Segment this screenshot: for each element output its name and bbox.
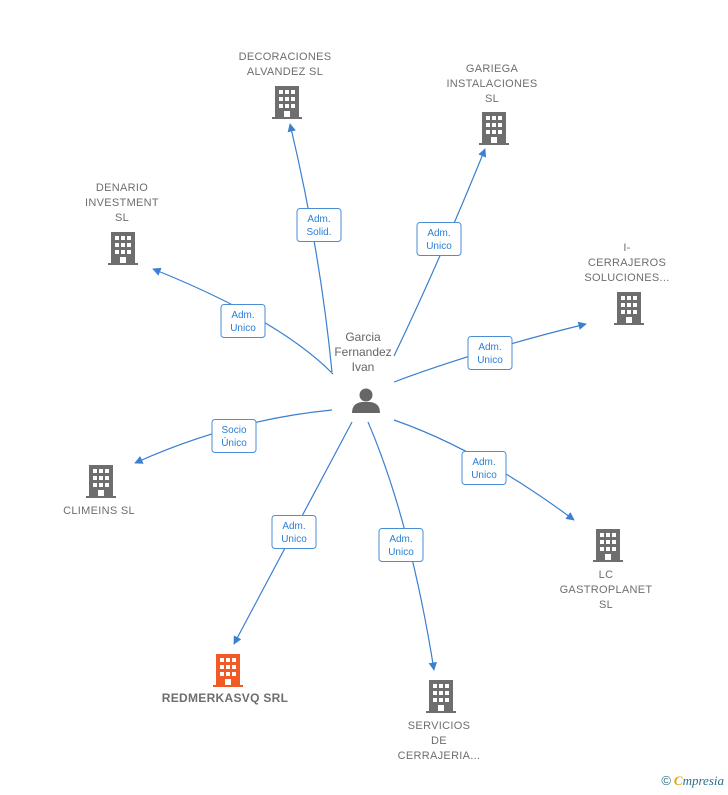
company-name-line: SL [485, 93, 499, 105]
company-node-denario[interactable]: DENARIO INVESTMENT SL [85, 182, 159, 265]
person-name-line: Ivan [352, 360, 375, 374]
relation-label-redmerkasvq[interactable]: Adm. Unico [271, 515, 317, 549]
company-name-line: CLIMEINS SL [63, 505, 135, 517]
relation-box [211, 419, 257, 453]
nodes-layer: DECORACIONES ALVANDEZ SL GARIEGA INSTALACIO… [63, 51, 669, 762]
company-node-climeins[interactable]: CLIMEINS SL [63, 465, 135, 517]
building-icon [426, 680, 456, 713]
company-name-line: SL [599, 599, 613, 611]
brand-watermark: ©Cmpresia [661, 773, 724, 789]
relation-label-lc-gastroplanet[interactable]: Adm. Unico [461, 451, 507, 485]
relation-box [296, 208, 342, 242]
building-icon [479, 112, 509, 145]
company-node-redmerkasvq[interactable]: REDMERKASVQ SRL [162, 654, 289, 705]
person-name-line: Fernandez [334, 345, 391, 359]
company-node-lc-gastroplanet[interactable]: LC GASTROPLANET SL [560, 529, 653, 611]
relation-box [271, 515, 317, 549]
company-name-line: DE [431, 735, 447, 747]
relation-text: Adm. [307, 214, 330, 225]
relation-label-gariega[interactable]: Adm. Unico [416, 222, 462, 256]
building-icon [614, 292, 644, 325]
relation-label-i-cerrajeros[interactable]: Adm. Unico [467, 336, 513, 370]
company-name-line: LC [599, 569, 614, 581]
relation-text: Unico [471, 470, 497, 481]
relation-text: Único [221, 436, 247, 449]
company-name-line: CERRAJEROS [588, 257, 666, 269]
company-name-line: ALVANDEZ SL [247, 66, 323, 78]
building-icon [213, 654, 243, 687]
company-name-line: I- [623, 242, 630, 254]
company-name-line: GASTROPLANET [560, 584, 653, 596]
relation-label-decoraciones[interactable]: Adm. Solid. [296, 208, 342, 242]
copyright-icon: © [661, 773, 671, 788]
company-node-servicios[interactable]: SERVICIOS DE CERRAJERIA... [398, 680, 481, 762]
brand-name: mpresia [682, 773, 724, 788]
relation-box [416, 222, 462, 256]
company-name-line: INVESTMENT [85, 197, 159, 209]
company-name-line: DENARIO [96, 182, 148, 194]
relation-text: Adm. [427, 228, 450, 239]
company-name-line: CERRAJERIA... [398, 750, 481, 762]
company-node-decoraciones[interactable]: DECORACIONES ALVANDEZ SL [239, 51, 332, 119]
edge-gariega [393, 148, 487, 357]
edge-labels-layer: Adm.Solid.Adm.UnicoAdm.UnicoAdm.UnicoSoc… [211, 208, 513, 562]
relation-text: Adm. [389, 534, 412, 545]
relation-text: Adm. [231, 310, 254, 321]
relation-text: Adm. [282, 521, 305, 532]
relation-label-servicios[interactable]: Adm. Unico [378, 528, 424, 562]
brand-initial: C [673, 773, 683, 788]
building-icon [86, 465, 116, 498]
edge-decoraciones [287, 123, 333, 373]
relation-text: Unico [281, 534, 307, 545]
relation-box [220, 304, 266, 338]
building-icon [593, 529, 623, 562]
person-icon [352, 388, 380, 413]
relation-text: Unico [426, 241, 452, 252]
company-name-line: SOLUCIONES... [584, 272, 669, 284]
person-name-line: Garcia [345, 330, 381, 344]
building-icon [108, 232, 138, 265]
relation-text: Adm. [478, 342, 501, 353]
relation-text: Adm. [472, 457, 495, 468]
relation-text: Unico [230, 323, 256, 334]
company-name-line: REDMERKASVQ SRL [162, 691, 289, 705]
relation-label-denario[interactable]: Adm. Unico [220, 304, 266, 338]
relation-text: Socio [221, 425, 246, 436]
company-name-line: SL [115, 212, 129, 224]
company-node-i-cerrajeros[interactable]: I- CERRAJEROS SOLUCIONES... [584, 242, 669, 325]
relation-text: Solid. [306, 227, 331, 238]
company-name-line: DECORACIONES [239, 51, 332, 63]
relation-text: Unico [388, 547, 414, 558]
company-name-line: SERVICIOS [408, 720, 470, 732]
company-name-line: INSTALACIONES [446, 78, 537, 90]
relation-box [378, 528, 424, 562]
company-node-gariega[interactable]: GARIEGA INSTALACIONES SL [446, 63, 537, 145]
relation-box [461, 451, 507, 485]
relation-box [467, 336, 513, 370]
relation-text: Unico [477, 355, 503, 366]
company-name-line: GARIEGA [466, 63, 519, 75]
building-icon [272, 86, 302, 119]
